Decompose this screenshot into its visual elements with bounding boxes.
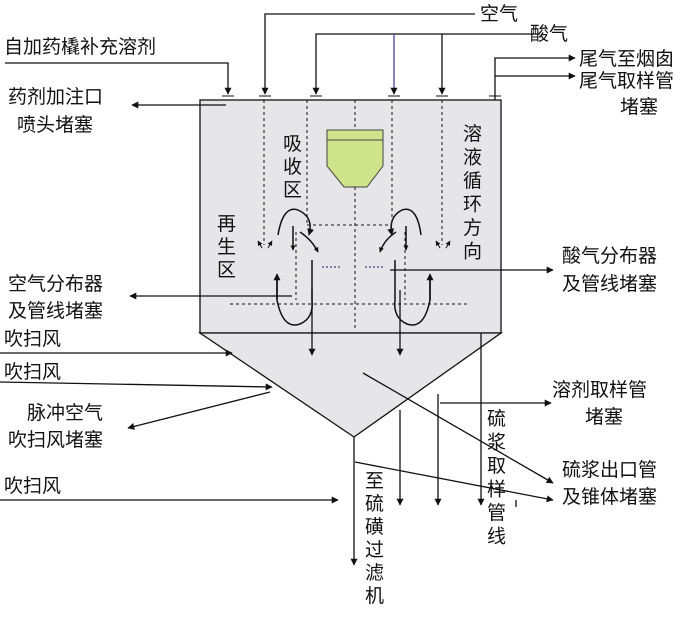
label-tail-gas-sampling-2: 堵塞 xyxy=(620,96,658,118)
vessel-cone xyxy=(197,332,504,438)
left-arrows xyxy=(0,101,339,504)
bottom-outlets xyxy=(308,290,517,566)
label-slurry-sampling: 硫浆取样管线 xyxy=(487,408,506,548)
label-acid-distributor-2: 及管线堵塞 xyxy=(562,273,657,295)
label-air-distributor-1: 空气分布器 xyxy=(8,273,103,295)
label-dosing-nozzle-2: 喷头堵塞 xyxy=(17,114,93,136)
circulation-arrows xyxy=(273,208,434,326)
label-blow-air-1: 吹扫风 xyxy=(4,328,61,350)
label-solvent-sampling-2: 堵塞 xyxy=(585,406,623,428)
label-blow-air-2: 吹扫风 xyxy=(4,361,61,383)
label-solution-circulation: 溶液循环方向 xyxy=(463,123,482,263)
label-blow-air-3: 吹扫风 xyxy=(4,475,61,497)
air-distributor-marks xyxy=(257,240,451,249)
label-to-filter: 至硫磺过滤机 xyxy=(365,470,384,607)
right-arrows xyxy=(354,266,554,503)
label-slurry-outlet-1: 硫浆出口管 xyxy=(562,459,657,481)
label-solvent-sampling-1: 溶剂取样管 xyxy=(552,379,647,401)
sulfur-hopper xyxy=(326,100,384,330)
label-air: 空气 xyxy=(480,3,518,25)
label-pulse-air-1: 脉冲空气 xyxy=(27,402,103,424)
label-acid-distributor-1: 酸气分布器 xyxy=(562,245,657,267)
label-air-distributor-2: 及管线堵塞 xyxy=(8,300,103,322)
horizontal-labels: 自加药橇补充溶剂 空气 酸气 尾气至烟囱 尾气取样管 堵塞 药剂加注口 喷头堵塞… xyxy=(4,3,674,508)
label-tail-gas-sampling-1: 尾气取样管 xyxy=(579,70,674,92)
vertical-labels: 吸收区 溶液循环方向 再生区 硫浆取样管线 至硫磺过滤机 xyxy=(217,123,506,607)
label-tail-gas-chimney: 尾气至烟囱 xyxy=(579,48,674,70)
label-pulse-air-2: 吹扫风堵塞 xyxy=(8,429,103,451)
label-self-dosing: 自加药橇补充溶剂 xyxy=(4,36,156,58)
label-acid-gas: 酸气 xyxy=(530,23,568,45)
label-slurry-outlet-2: 及锥体堵塞 xyxy=(562,486,657,508)
label-regeneration-zone: 再生区 xyxy=(217,213,236,281)
label-absorption-zone: 吸收区 xyxy=(283,133,302,201)
internal-baffles xyxy=(230,100,470,305)
label-dosing-nozzle-1: 药剂加注口 xyxy=(8,86,103,108)
top-inlets xyxy=(5,13,576,100)
